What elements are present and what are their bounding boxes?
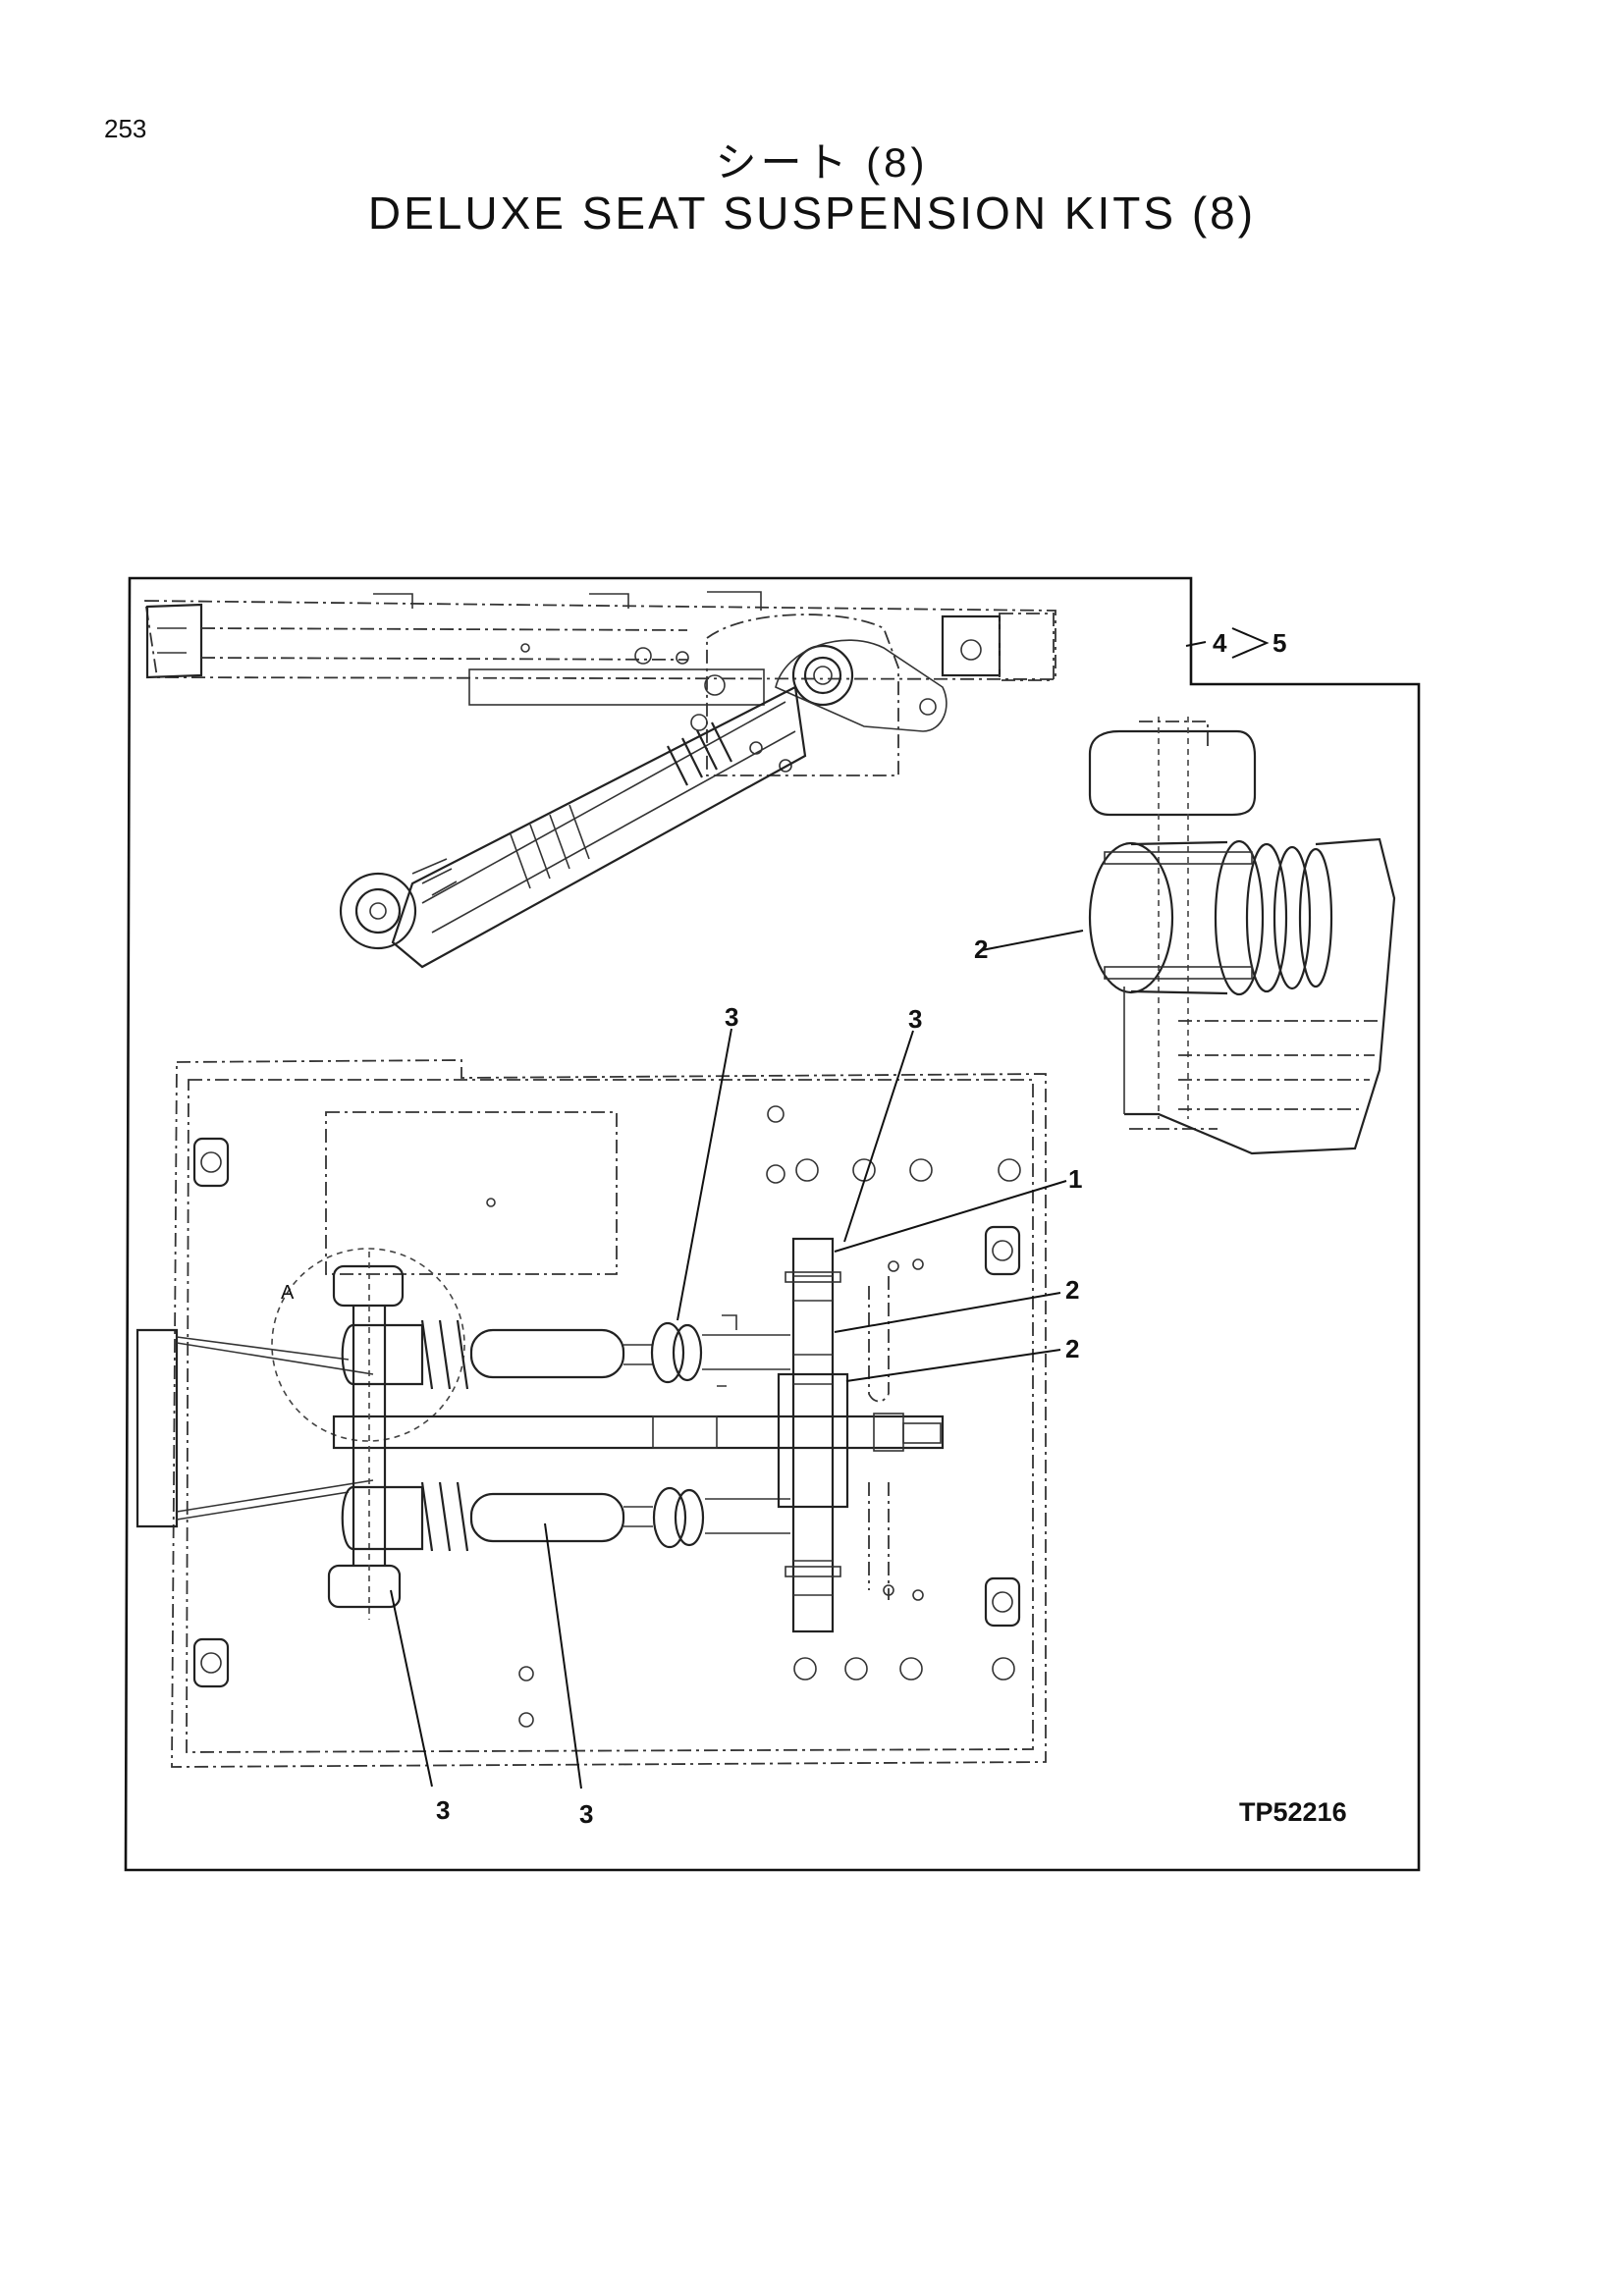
bushing-detail — [1088, 717, 1396, 1155]
title-english: DELUXE SEAT SUSPENSION KITS (8) — [367, 187, 1257, 239]
page-number: 253 — [104, 114, 147, 143]
callout-3-top-left: 3 — [725, 1002, 738, 1032]
callout-2-upper: 2 — [1065, 1275, 1079, 1305]
drawing-code: TP52216 — [1239, 1797, 1347, 1827]
callout-1: 1 — [1068, 1164, 1082, 1194]
callout-3-bottom-left: 3 — [436, 1795, 450, 1825]
diagram-frame — [124, 576, 1421, 1872]
callout-5: 5 — [1272, 628, 1286, 658]
callout-leaders — [390, 627, 1270, 1789]
title-japanese: シート (8) — [715, 139, 929, 186]
callout-4: 4 — [1213, 628, 1227, 658]
callout-2-right: 2 — [974, 934, 988, 964]
suspension-arm-assembly — [143, 591, 1056, 969]
callout-3-top-right: 3 — [908, 1004, 922, 1034]
base-plate-assembly — [135, 1059, 1047, 1768]
detail-marker-a: A — [281, 1282, 295, 1304]
callout-2-lower: 2 — [1065, 1334, 1079, 1363]
callout-3-bottom-center: 3 — [579, 1799, 593, 1829]
